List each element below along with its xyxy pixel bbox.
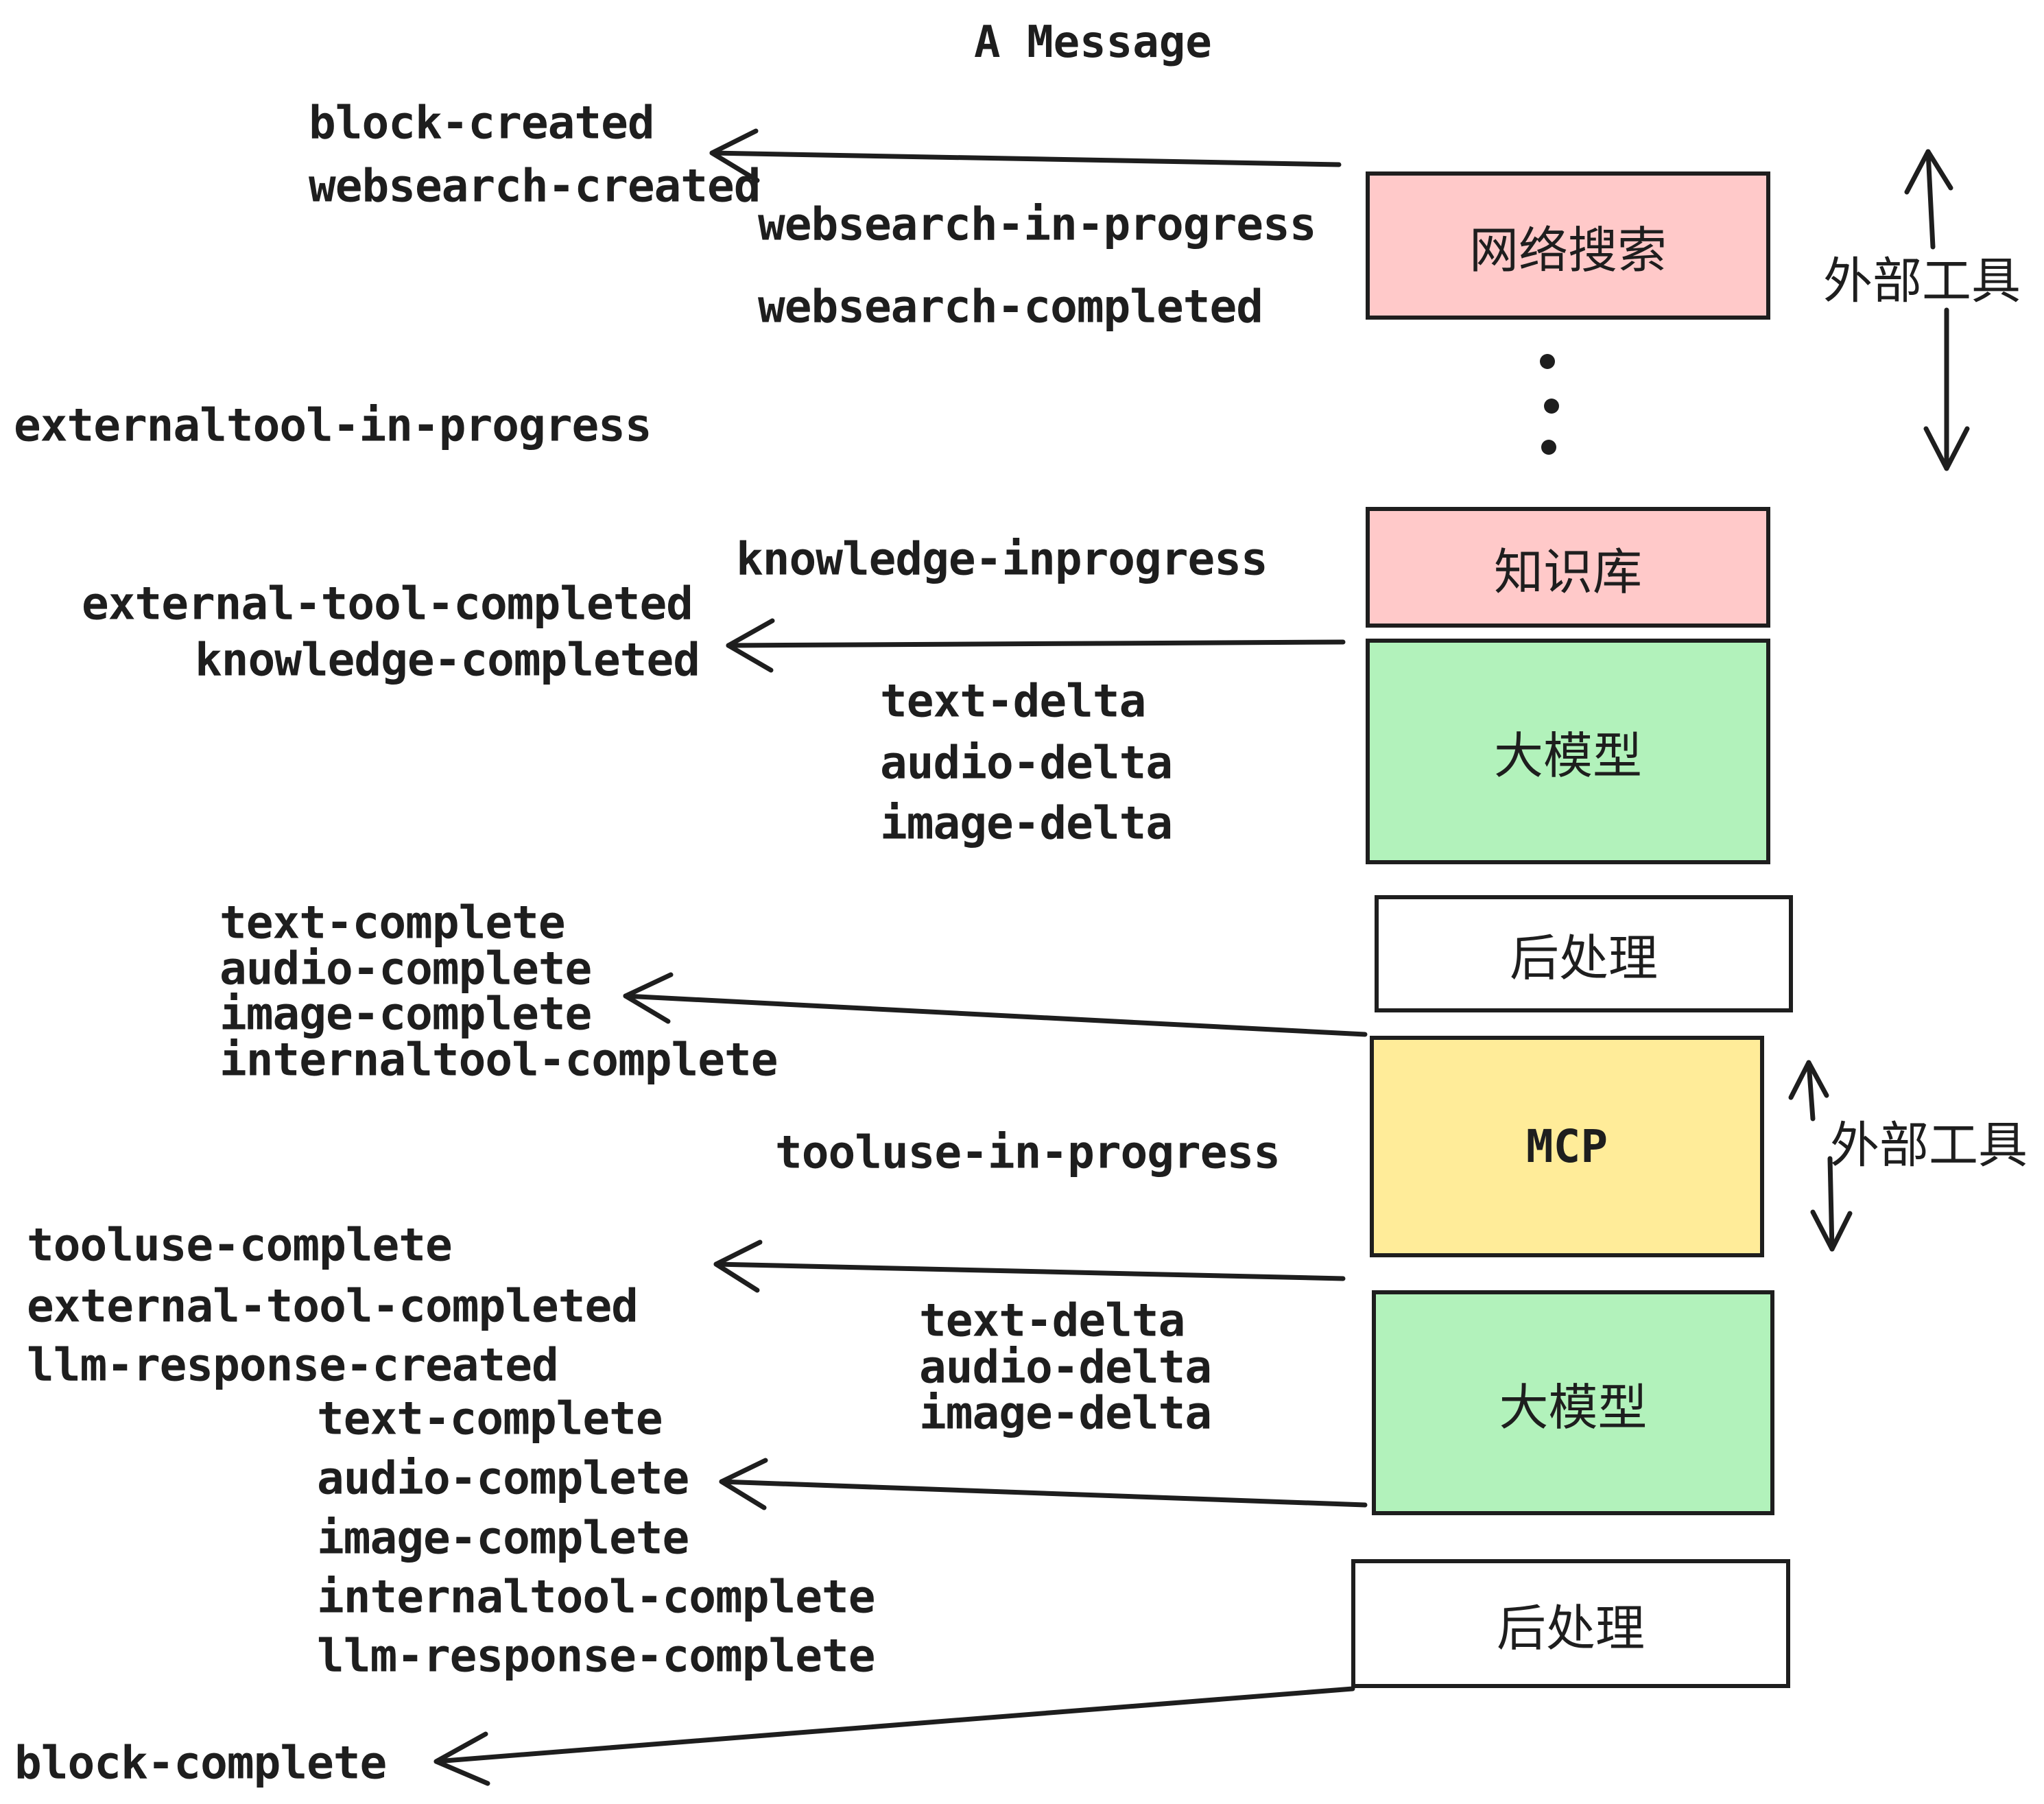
event-label-image-complete-2: image-complete [317,1511,689,1565]
box-mcp: MCP [1370,1036,1764,1257]
event-label-knowledge-inprogress: knowledge-inprogress [736,532,1268,586]
event-label-internaltool-complete-2: internaltool-complete [317,1570,875,1624]
box-llm-bottom: 大模型 [1372,1290,1774,1515]
event-label-audio-delta-2: audio-delta [919,1340,1212,1394]
box-llm-bottom-label: 大模型 [1499,1378,1648,1436]
annotation-external-tools-mid: 外部工具 [1830,1116,2028,1174]
event-label-image-delta-2: image-delta [919,1386,1212,1440]
event-label-external-tool-completed: external-tool-completed [82,577,693,630]
event-label-websearch-in-progress: websearch-in-progress [758,198,1316,251]
external-tools-mid-down-arrow [1810,1156,1853,1252]
ellipsis-dots [1540,354,1559,455]
box-knowledge: 知识库 [1366,507,1770,628]
annotation-external-tools-top: 外部工具 [1823,252,2021,310]
event-label-internaltool-complete: internaltool-complete [219,1033,778,1087]
event-label-text-complete-2: text-complete [317,1392,663,1445]
box-postprocess-bottom: 后处理 [1351,1559,1790,1688]
box-postprocess-top-label: 后处理 [1509,929,1658,987]
event-label-llm-response-created: llm-response-created [27,1338,559,1392]
box-postprocess-top: 后处理 [1375,895,1793,1012]
arrow-websearch-to-block-created [709,128,1342,183]
arrow-mcp-to-image-complete [623,972,1368,1037]
box-websearch-label: 网络搜索 [1469,221,1667,279]
event-label-websearch-completed: websearch-completed [758,280,1263,333]
box-llm-top-label: 大模型 [1493,727,1642,785]
event-label-externaltool-in-progress: externaltool-in-progress [14,399,652,452]
event-label-block-complete: block-complete [14,1736,387,1790]
event-label-block-created: block-created [309,96,655,150]
arrow-llm-to-audio-complete [719,1458,1368,1510]
event-label-audio-delta: audio-delta [880,736,1173,790]
event-label-image-delta: image-delta [880,796,1173,850]
event-label-llm-response-complete: llm-response-complete [317,1629,875,1683]
event-label-image-complete: image-complete [219,987,592,1041]
event-label-websearch-created: websearch-created [309,159,761,213]
event-label-external-tool-completed-2: external-tool-completed [27,1279,639,1333]
box-websearch: 网络搜索 [1366,171,1770,320]
box-knowledge-label: 知识库 [1493,543,1642,601]
event-label-audio-complete: audio-complete [219,942,592,995]
arrow-knowledge-to-knowledge-completed [726,618,1346,673]
event-label-audio-complete-2: audio-complete [317,1451,689,1505]
arrow-postprocess-to-block-complete [433,1686,1355,1786]
arrow-mcp-to-tooluse-complete [713,1239,1346,1293]
event-label-text-complete: text-complete [219,896,566,949]
box-postprocess-bottom-label: 后处理 [1496,1599,1645,1657]
box-mcp-label: MCP [1525,1120,1608,1173]
event-label-tooluse-in-progress: tooluse-in-progress [775,1126,1281,1179]
external-tools-mid-up-arrow [1788,1060,1829,1121]
box-llm-top: 大模型 [1366,639,1770,864]
diagram-title: A Message [974,17,1212,68]
event-label-tooluse-complete: tooluse-complete [27,1218,453,1272]
external-tools-top-down-arrow [1923,307,1970,471]
event-label-text-delta: text-delta [880,674,1146,728]
event-label-knowledge-completed: knowledge-completed [195,633,700,687]
event-label-text-delta-2: text-delta [919,1294,1185,1347]
external-tools-top-up-arrow [1904,149,1953,250]
